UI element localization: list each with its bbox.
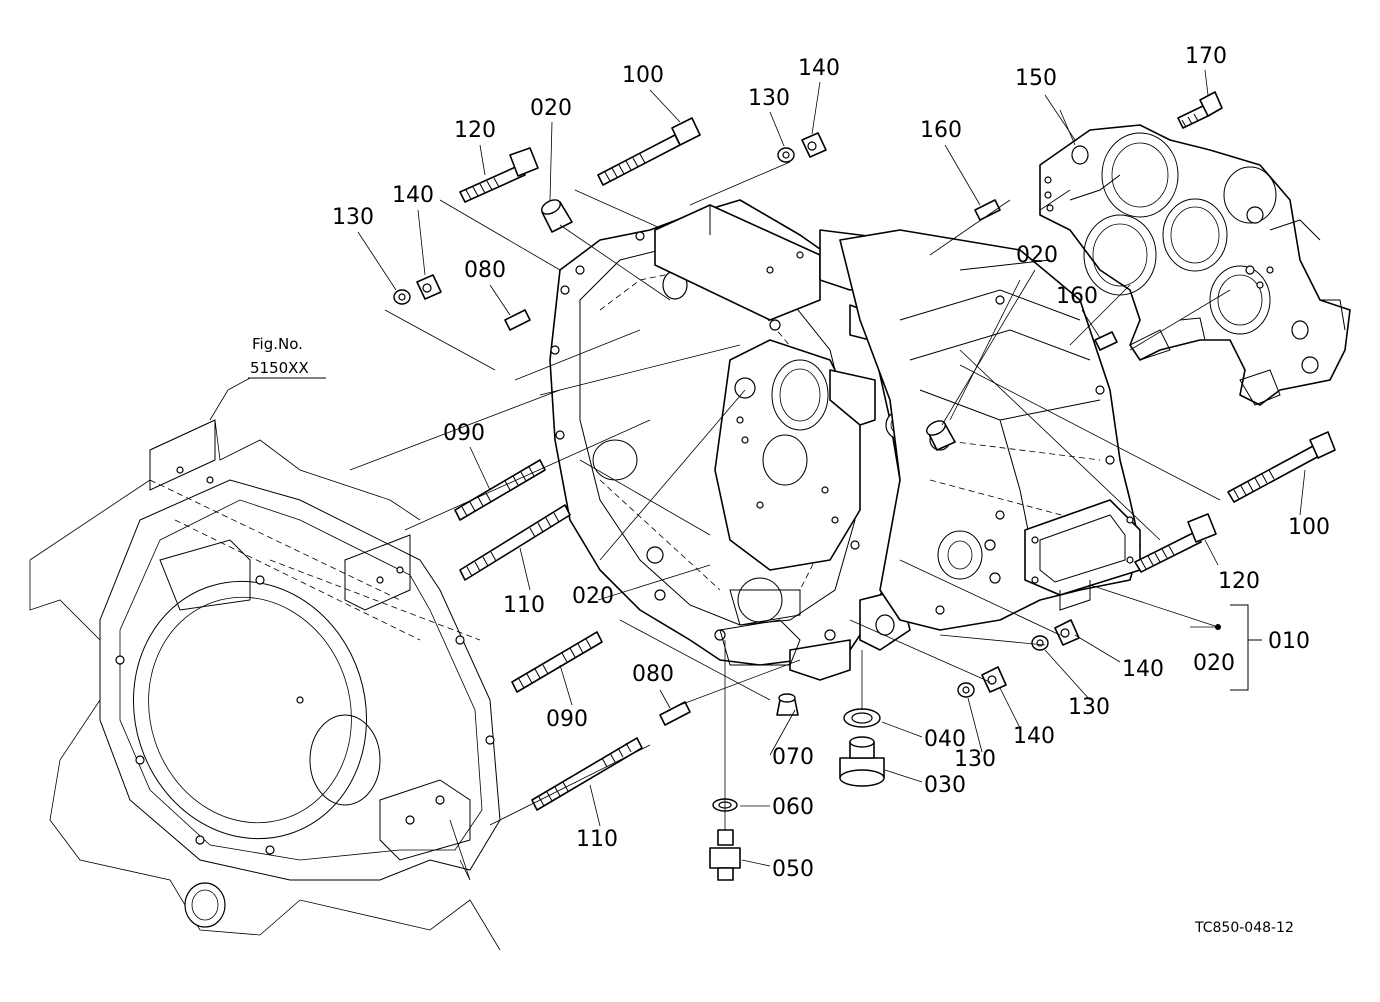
label-070: 070 <box>772 745 814 770</box>
label-140-bottom: 140 <box>1013 724 1055 749</box>
drawing-code: TC850-048-12 <box>1194 920 1294 936</box>
label-030: 030 <box>924 773 966 798</box>
figure-ref-line2: 5150XX <box>250 359 309 377</box>
label-100-top: 100 <box>622 63 664 88</box>
label-110-upper: 110 <box>503 593 545 618</box>
label-020-center: 020 <box>572 584 614 609</box>
bolt-120-top <box>459 147 539 203</box>
nut-140-left <box>416 274 442 300</box>
label-170: 170 <box>1185 44 1227 69</box>
washer-130-top <box>777 147 795 163</box>
pin-080-top <box>504 309 531 331</box>
washer-130-bottom <box>957 682 975 698</box>
pin-160-top <box>974 199 1001 221</box>
label-080-top: 080 <box>464 258 506 283</box>
label-050: 050 <box>772 857 814 882</box>
transmission-case <box>839 229 1141 631</box>
stud-090-lower <box>511 631 603 693</box>
stud-110-upper <box>459 504 571 581</box>
figure-ref-line1: Fig.No. <box>252 335 303 353</box>
label-140-right: 140 <box>1122 657 1164 682</box>
label-ticks <box>209 69 1306 867</box>
bolt-100-right <box>1227 431 1336 503</box>
label-110-lower: 110 <box>576 827 618 852</box>
pin-080-bottom <box>659 701 691 726</box>
label-100-right: 100 <box>1288 515 1330 540</box>
label-120-top: 120 <box>454 118 496 143</box>
washer-130-left <box>393 289 411 305</box>
label-080-bottom: 080 <box>632 662 674 687</box>
pin-160-bottom <box>1094 331 1118 351</box>
washer-130-right <box>1031 635 1049 651</box>
drain-plug-030 <box>839 736 885 787</box>
sleeve-020-top <box>541 199 573 233</box>
label-040: 040 <box>924 727 966 752</box>
label-140-left: 140 <box>392 183 434 208</box>
label-140-top: 140 <box>798 56 840 81</box>
sleeve-020-right <box>926 420 956 451</box>
callout-labels: 170 150 160 160 100 100 120 120 140 140 … <box>332 44 1330 882</box>
bearing-bracket-150 <box>1039 124 1351 406</box>
leader-lines <box>349 109 1231 830</box>
gasket-040 <box>843 708 881 728</box>
assembly-bracket-010: 010 <box>1215 604 1310 691</box>
label-120-right: 120 <box>1218 569 1260 594</box>
label-090-upper: 090 <box>443 421 485 446</box>
label-150: 150 <box>1015 66 1057 91</box>
label-130-bottom: 130 <box>954 747 996 772</box>
label-160-top: 160 <box>920 118 962 143</box>
label-160-right: 160 <box>1056 284 1098 309</box>
bolt-120-right <box>1134 513 1217 573</box>
label-130-left: 130 <box>332 205 374 230</box>
label-010: 010 <box>1268 629 1310 654</box>
stud-090-upper <box>454 459 546 521</box>
figure-reference: Fig.No. 5150XX <box>227 335 326 391</box>
plug-070 <box>776 693 799 716</box>
label-020-assembly: 020 <box>1193 651 1235 676</box>
label-090-lower: 090 <box>546 707 588 732</box>
label-060: 060 <box>772 795 814 820</box>
nut-140-right <box>1054 619 1080 646</box>
stud-110-lower <box>531 737 643 811</box>
switch-050 <box>709 829 741 881</box>
bolt-100-top <box>597 117 701 186</box>
label-020-top: 020 <box>530 96 572 121</box>
label-130-top: 130 <box>748 86 790 111</box>
engine-housing-reference <box>29 419 501 951</box>
nut-140-top <box>801 132 827 158</box>
nut-140-bottom <box>981 666 1007 693</box>
label-020-right: 020 <box>1016 243 1058 268</box>
bolt-170 <box>1177 91 1223 129</box>
